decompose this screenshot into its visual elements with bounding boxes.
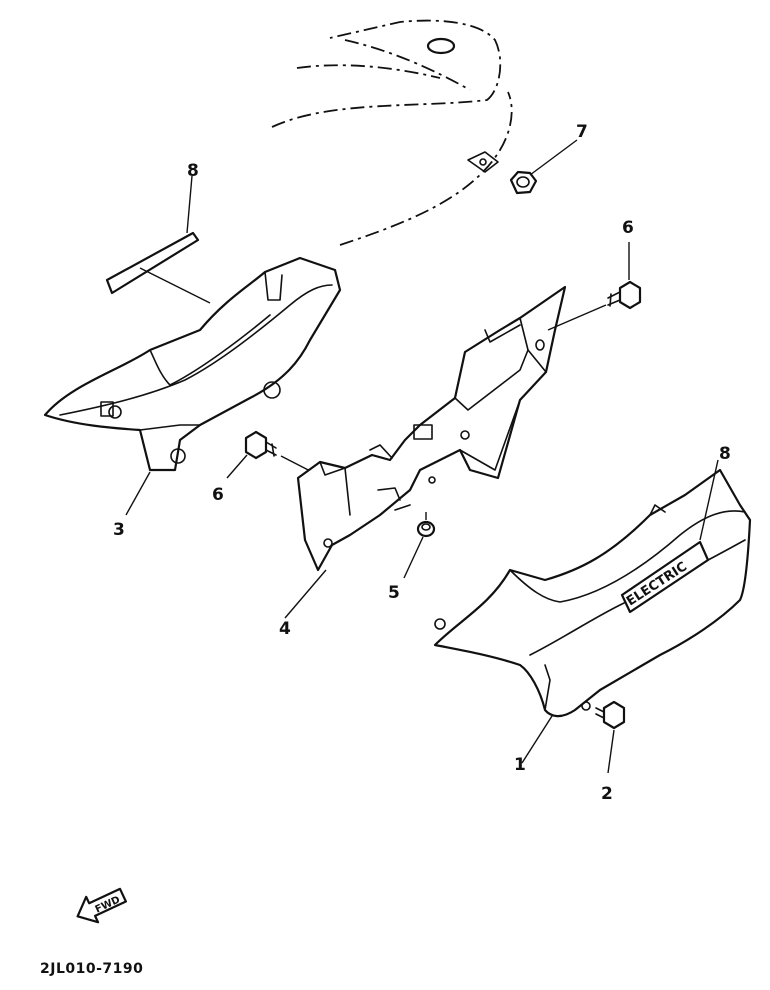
part-3-side-cover-left <box>43 256 342 472</box>
part-8-emblem-left <box>105 231 200 295</box>
leader-3 <box>125 471 151 516</box>
leader-8-left-target <box>139 267 211 304</box>
part-6-bolt-left <box>244 430 277 460</box>
part-5-grommet <box>416 520 436 538</box>
callout-6-left: 6 <box>212 485 224 505</box>
part-1-side-cover-right: ELECTRIC <box>433 468 752 718</box>
leader-1 <box>521 715 553 764</box>
part-6-bolt-right <box>607 280 642 310</box>
callout-6-right: 6 <box>622 218 634 238</box>
callout-8-left: 8 <box>187 161 199 181</box>
part-4-bracket <box>296 285 567 572</box>
callout-8-right: 8 <box>719 444 731 464</box>
leader-8-right <box>699 459 719 541</box>
leader-5 <box>403 536 424 579</box>
callout-5: 5 <box>388 583 400 603</box>
callout-2: 2 <box>601 784 613 804</box>
callout-4: 4 <box>279 619 291 639</box>
leader-6-right-target <box>547 304 607 331</box>
callout-1: 1 <box>514 755 526 775</box>
callout-7: 7 <box>576 122 588 142</box>
leader-2 <box>607 729 615 774</box>
leader-6-left <box>226 454 248 479</box>
drawing-code: 2JL010-7190 <box>40 961 144 977</box>
fuel-tank-outline <box>271 19 513 246</box>
leader-4 <box>284 569 327 619</box>
fwd-arrow-icon: FWD <box>76 887 127 924</box>
leader-7 <box>529 139 578 176</box>
part-2-screw <box>595 700 626 730</box>
fuel-cap-icon <box>426 37 456 55</box>
leader-8-left <box>186 175 193 234</box>
part-7-nut <box>509 170 538 195</box>
callout-3: 3 <box>113 520 125 540</box>
